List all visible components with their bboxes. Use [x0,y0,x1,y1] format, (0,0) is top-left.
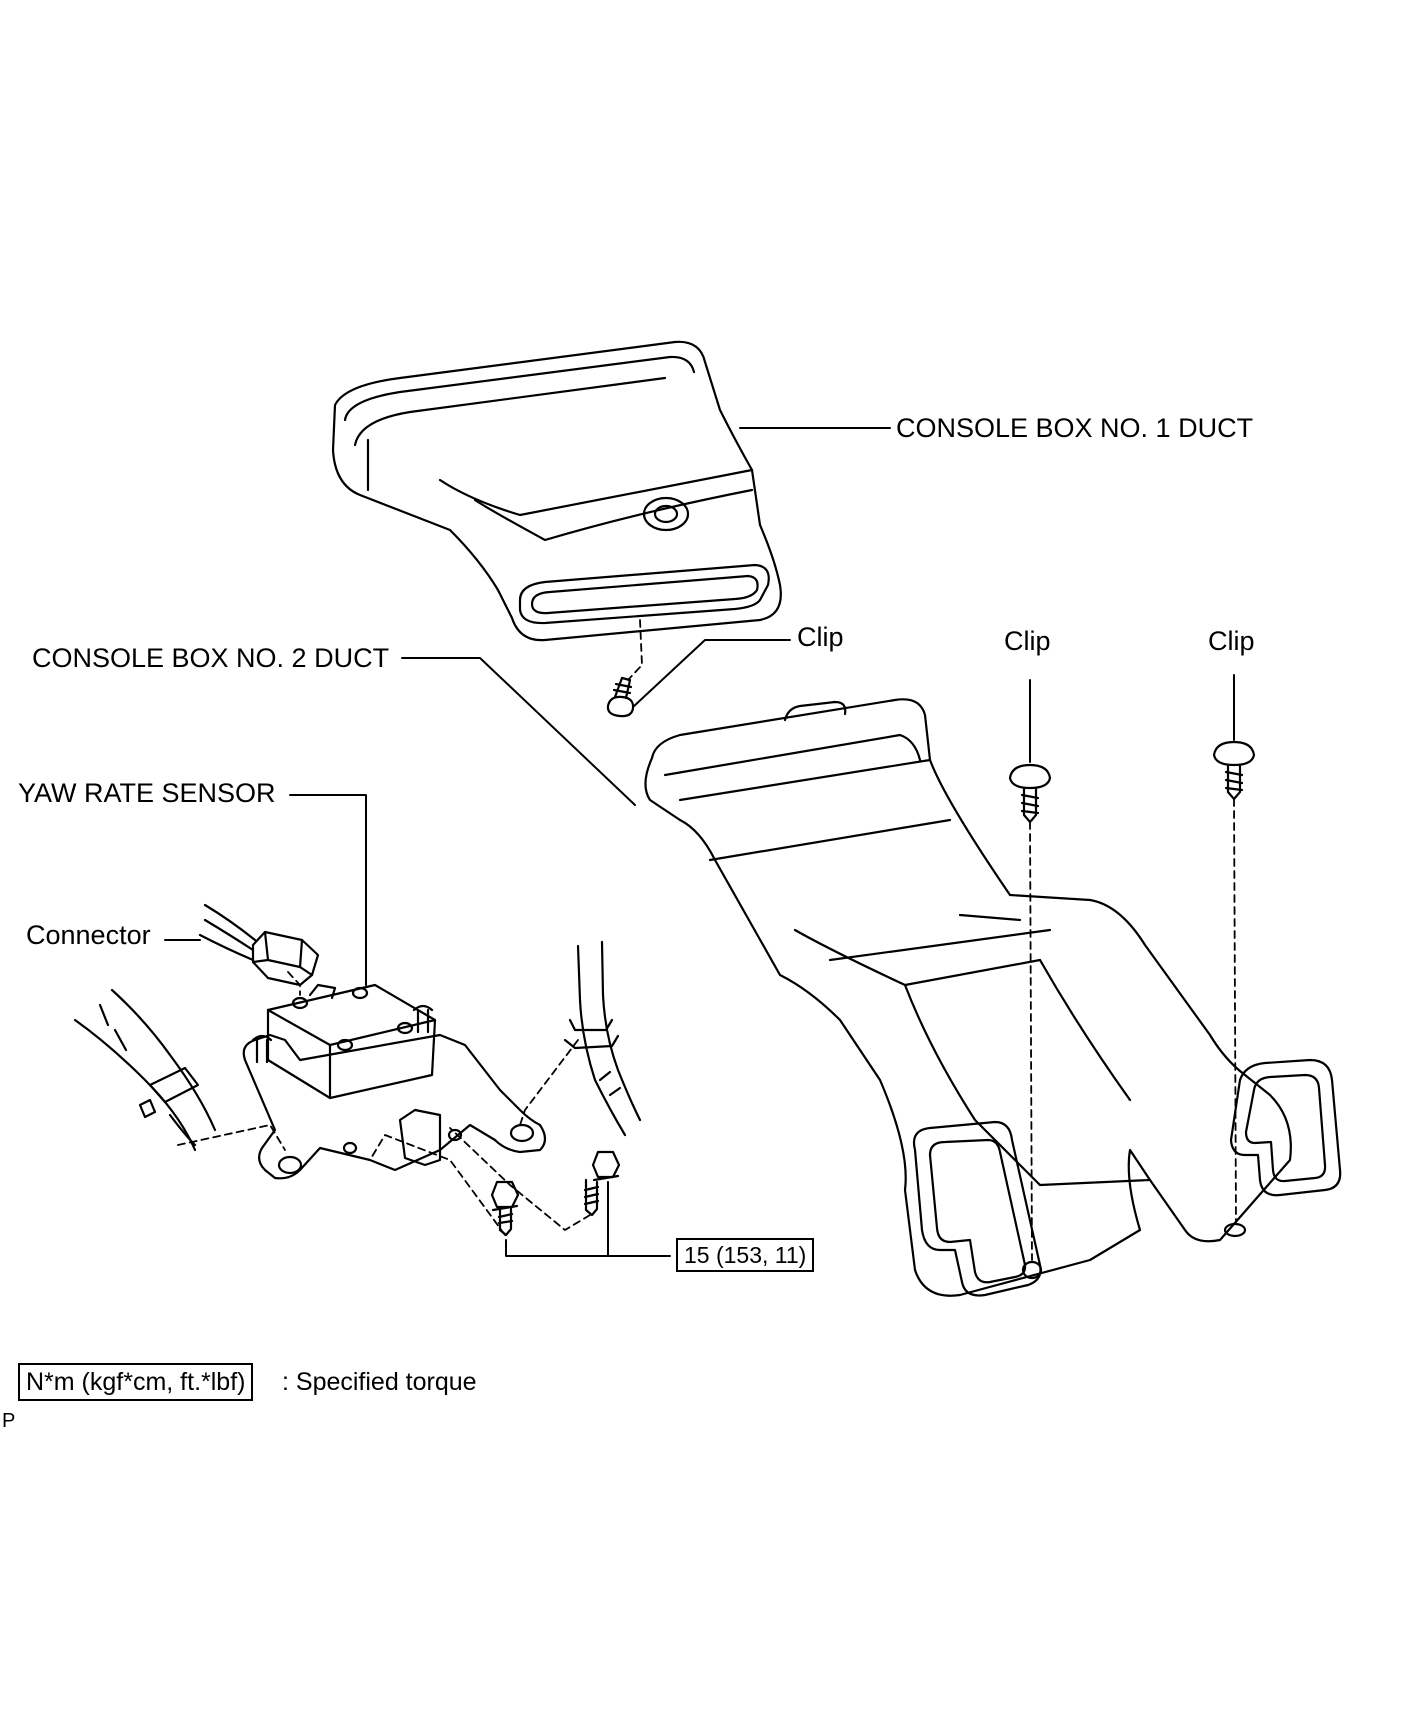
torque-spec-box: 15 (153, 11) [676,1238,815,1272]
clip-middle-drawing [1008,763,1052,824]
assembly-dashed-lines [177,619,1237,1261]
yaw-rate-sensor-drawing [198,903,547,1180]
leader-lines [164,427,1235,1257]
legend-description: : Specified torque [282,1368,477,1396]
label-clip-right: Clip [1208,626,1255,656]
bolt-right-drawing [583,1150,621,1217]
label-console-box-no2-duct: CONSOLE BOX NO. 2 DUCT [32,643,390,673]
bolt-left-drawing [490,1180,520,1237]
clip-right-drawing [1212,740,1256,801]
label-clip-small: Clip [797,622,844,652]
label-console-box-no1-duct: CONSOLE BOX NO. 1 DUCT [896,413,1254,443]
console-box-no2-duct-drawing [644,698,1342,1297]
console-box-no1-duct-drawing [331,340,782,642]
label-clip-middle: Clip [1004,626,1051,656]
wire-harness-left-drawing [73,988,217,1152]
wire-harness-right-drawing [563,940,642,1137]
clip-small-drawing [606,676,635,718]
label-yaw-rate-sensor: YAW RATE SENSOR [18,778,276,808]
figure-code: P [2,1410,16,1432]
legend-torque-unit-box: N*m (kgf*cm, ft.*lbf) [18,1363,254,1401]
label-connector: Connector [26,920,151,950]
